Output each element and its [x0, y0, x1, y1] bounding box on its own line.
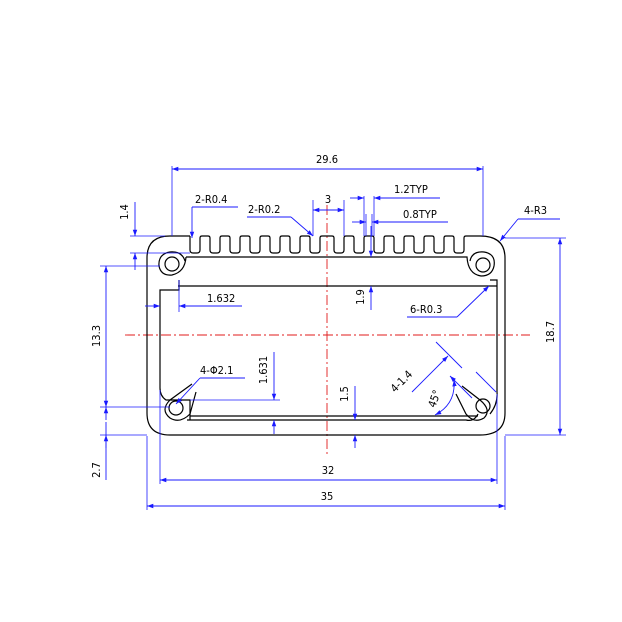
outer-body — [146, 235, 506, 436]
bottom-left-hole — [168, 400, 184, 416]
dim-slot-angle: 4-1.4 45° — [388, 341, 497, 416]
dim-bottom-wall: 1.5 — [338, 386, 358, 448]
top-left-hole — [164, 256, 180, 272]
label-outer-height: 18.7 — [544, 321, 557, 343]
dim-left-slot-width: 1.632 — [145, 280, 242, 312]
top-fins — [189, 235, 468, 254]
profile-outline — [146, 235, 506, 436]
label-hole-diameter: 4-Φ2.1 — [200, 364, 233, 377]
label-bottom-wall: 1.5 — [338, 386, 351, 402]
label-top-width: 29.6 — [316, 153, 338, 166]
label-left-slot-height: 1.631 — [257, 356, 270, 384]
label-inner-width: 32 — [322, 464, 335, 477]
label-fin-gap: 0.8TYP — [403, 208, 437, 221]
dim-top-wall: 1.9 — [354, 226, 374, 310]
dim-inner-width: 32 — [159, 390, 498, 484]
dim-fin-gap: 0.8TYP — [352, 208, 448, 236]
label-left-slot-width: 1.632 — [207, 292, 235, 305]
leader-corner-radius: 4-R3 — [499, 204, 560, 242]
label-outer-width: 35 — [321, 490, 334, 503]
label-bottom-offset: 2.7 — [90, 462, 103, 478]
inner-cavity-bottom — [159, 387, 498, 421]
label-fin-width: 1.2TYP — [394, 183, 428, 196]
label-top-wall: 1.9 — [354, 289, 367, 305]
bottom-right-keyhole — [455, 385, 488, 421]
dim-left-slot-height: 1.631 — [190, 352, 280, 434]
angle-arc — [434, 379, 457, 416]
label-angle: 45° — [426, 388, 444, 409]
dim-bottom-offset: 2.7 — [90, 407, 147, 480]
dim-fin-spacing: 3 — [312, 193, 345, 236]
label-radius-top-fins: 2-R0.4 — [195, 193, 227, 206]
label-inner-height: 13.3 — [90, 325, 103, 347]
dim-fin-height: 1.4 — [118, 202, 190, 270]
leader-hole-diameter: 4-Φ2.1 — [175, 364, 245, 405]
dim-top-width: 29.6 — [171, 153, 484, 236]
label-slot-width: 4-1.4 — [388, 368, 415, 395]
label-slot-radius: 6-R0.3 — [410, 303, 442, 316]
leader-slot-radius: 6-R0.3 — [407, 285, 490, 318]
leader-radius-top-fins: 2-R0.4 — [189, 193, 238, 238]
bottom-left-keyhole — [164, 383, 197, 421]
dim-inner-height: 13.3 — [90, 265, 170, 408]
label-fin-height: 1.4 — [118, 204, 131, 220]
leader-radius-fin-root: 2-R0.2 — [247, 203, 314, 237]
dim-fin-width: 1.2TYP — [350, 183, 440, 236]
label-radius-fin-root: 2-R0.2 — [248, 203, 280, 216]
label-fin-spacing: 3 — [325, 193, 331, 206]
dim-outer-width: 35 — [146, 436, 506, 510]
top-right-hole — [475, 257, 491, 273]
dim-outer-height: 18.7 — [505, 237, 566, 436]
bottom-right-hole — [475, 398, 491, 414]
label-corner-radius: 4-R3 — [524, 204, 547, 217]
